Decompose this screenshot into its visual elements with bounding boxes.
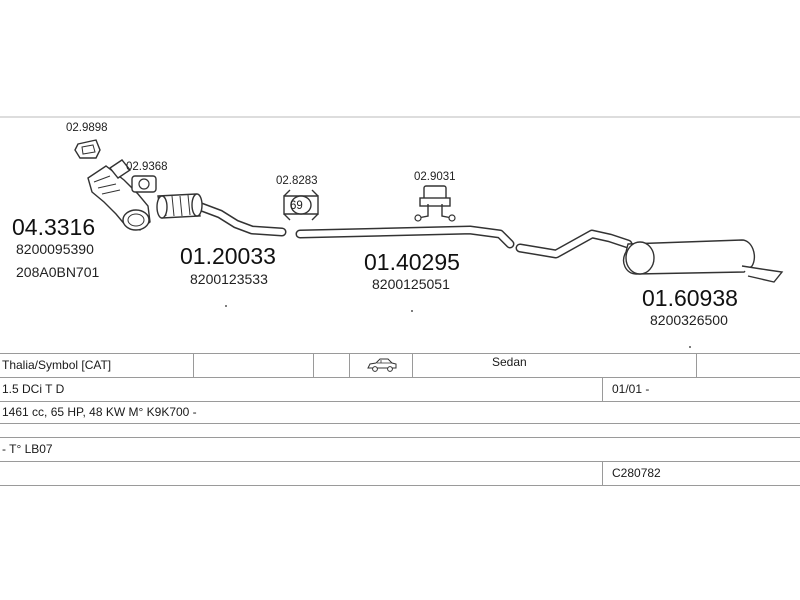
spec-row-type: - T° LB07 [0,438,800,460]
table-divider [193,353,194,377]
table-rule [0,353,800,354]
gasket-top-part[interactable] [74,139,101,159]
gasket-top-ref: 02.9898 [66,122,108,134]
table-rule [0,461,800,462]
gasket-side-part[interactable] [131,175,157,193]
middle-pipe-part[interactable] [295,225,515,249]
gasket-side-ref: 02.9368 [126,161,168,173]
rear-silencer-part[interactable] [515,229,784,283]
marker-dot [689,346,691,348]
table-rule [0,485,800,486]
cat-oe1: 8200095390 [16,241,94,257]
clamp-part[interactable] [283,189,319,221]
bracket-ref: 02.9031 [414,171,456,183]
table-divider [349,353,350,377]
sedan-car-icon [366,357,398,379]
details-text: 1461 cc, 65 HP, 48 KW M° K9K700 - [2,405,197,419]
front-pipe-ref: 01.20033 [180,243,276,269]
spec-row-engine: 1.5 DCi T D 01/01 - [0,378,800,400]
code-text: C280782 [612,466,661,480]
table-divider [313,353,314,377]
spec-row-code: C280782 [0,462,800,484]
middle-pipe-oe: 8200125051 [372,276,450,292]
spec-row-model: Thalia/Symbol [CAT] Sedan [0,354,800,376]
cat-ref: 04.3316 [12,214,95,240]
table-divider [602,377,603,401]
exhaust-diagram: 02.9898 02.9368 69 02.8283 [0,116,800,348]
front-pipe-oe: 8200123533 [190,271,268,287]
rear-silencer-ref: 01.60938 [642,285,738,311]
table-rule [0,377,800,378]
model-text: Thalia/Symbol [CAT] [2,358,112,372]
date-text: 01/01 - [612,382,650,396]
marker-dot [225,305,227,307]
clamp-ref: 02.8283 [276,175,318,187]
table-divider [602,461,603,485]
engine-text: 1.5 DCi T D [2,382,65,396]
spec-row-details: 1461 cc, 65 HP, 48 KW M° K9K700 - [0,401,800,423]
bracket-part[interactable] [414,185,456,222]
table-divider [412,353,413,377]
table-rule [0,437,800,438]
middle-pipe-ref: 01.40295 [364,249,460,275]
type-text: - T° LB07 [2,442,53,456]
catalytic-converter-part[interactable] [87,159,151,231]
cat-oe2: 208A0BN701 [16,264,100,280]
marker-dot [411,310,413,312]
rear-silencer-oe: 8200326500 [650,312,728,328]
clamp-inner-label: 69 [290,200,303,212]
front-pipe-part[interactable] [156,193,287,237]
table-rule [0,401,800,402]
table-divider [696,353,697,377]
body-type-text: Sedan [492,355,527,369]
table-rule [0,423,800,424]
